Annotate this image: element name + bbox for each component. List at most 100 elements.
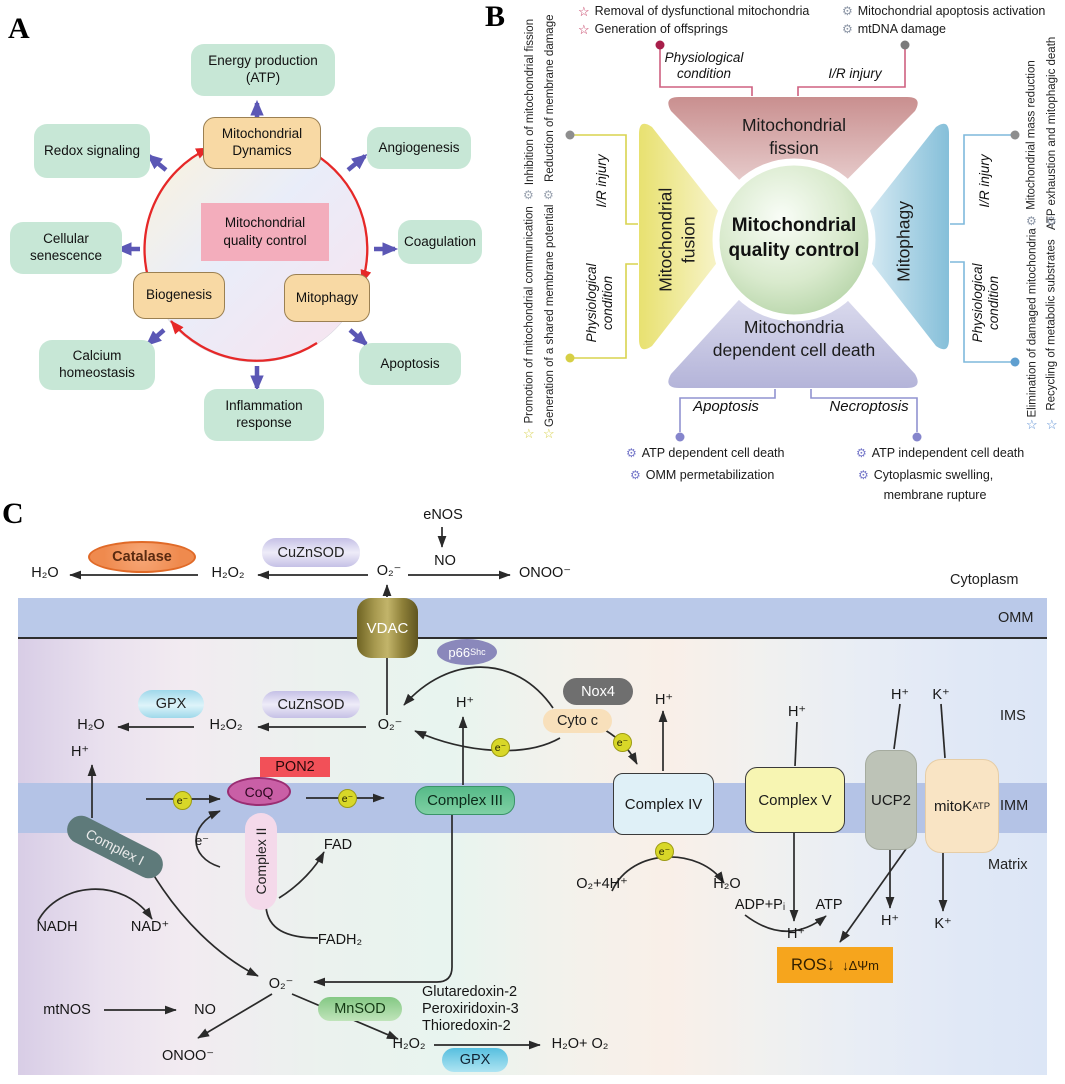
- label-ir-injury-right: I/R injury: [977, 154, 993, 208]
- gear-icon: ⚙: [842, 22, 853, 36]
- dot-mitophagy-ir: [1010, 130, 1020, 140]
- region-matrix: Matrix: [988, 857, 1028, 873]
- channel-ucp2: UCP2: [865, 750, 917, 850]
- mol-o2rad-ims: O₂⁻: [377, 717, 403, 733]
- mol-hplus-c4: H⁺: [654, 692, 674, 708]
- center-sphere: [712, 158, 876, 322]
- connector-dots: [565, 40, 1020, 442]
- mol-nad: NAD⁺: [130, 919, 170, 935]
- dot-mitophagy-phys: [1010, 357, 1020, 367]
- region-cytoplasm: Cytoplasm: [950, 572, 1019, 588]
- gear-icon: ⚙: [626, 446, 637, 460]
- mol-nadh: NADH: [36, 919, 78, 935]
- legend-item: ⚙mtDNA damage: [842, 22, 946, 36]
- star-icon: ☆: [1046, 417, 1058, 432]
- mol-onoo: ONOO⁻: [519, 565, 571, 581]
- complex-ii: Complex II: [253, 827, 269, 895]
- mol-no-matrix: NO: [194, 1002, 216, 1018]
- panel-b-label: B: [485, 0, 506, 33]
- mol-no: NO: [434, 553, 456, 569]
- bracket-connectors: [574, 49, 1011, 432]
- antiox-glutaredoxin: Glutaredoxin-2: [422, 984, 518, 1000]
- complex-v: Complex V: [745, 767, 845, 833]
- protein-cytochrome-c: Cyto c: [543, 709, 612, 733]
- side-fusion-phys-1: Promotion of mitochondrial communication: [523, 206, 536, 424]
- dot-fission-ir: [900, 40, 910, 50]
- node-biogenesis: Biogenesis: [133, 272, 225, 319]
- node-mitophagy-a: Mitophagy: [284, 274, 370, 322]
- legend-item: ⚙ ATP dependent cell death: [626, 446, 784, 460]
- enzyme-mnsod: MnSOD: [318, 997, 402, 1021]
- side-mitophagy-ir-1: Mitochondrial mass reduction: [1025, 60, 1038, 210]
- text: Mitochondria: [743, 317, 845, 337]
- mol-o2rad: O₂⁻: [376, 563, 402, 579]
- enzyme-pon2: PON2: [260, 757, 330, 777]
- antiox-peroxiridoxin: Peroxiridoxin-3: [422, 1001, 519, 1017]
- panel-a: A Energy production (ATP) Redox signalin…: [0, 0, 482, 465]
- gear-icon: ⚙: [1046, 214, 1057, 228]
- purple-radial-arrows: [115, 99, 399, 392]
- node-energy-production: Energy production (ATP): [191, 44, 335, 96]
- panel-b: B ☆ Removal of dysfunctional mitochondria…: [480, 0, 1065, 510]
- mol-adp: ADP+Pᵢ: [734, 897, 786, 913]
- text: p66: [448, 644, 471, 660]
- electron-cytoc: e⁻: [613, 733, 632, 752]
- electron-imm-left: e⁻: [173, 791, 192, 810]
- complex-ii-pill: [245, 813, 277, 910]
- legend-item: ☆Generation of offsprings: [578, 22, 728, 36]
- mol-o2-4h: O₂+4H⁺: [576, 876, 628, 892]
- enzyme-cuznsod-ims: CuZnSOD: [262, 691, 360, 718]
- complex-iv: Complex IV: [613, 773, 714, 835]
- electron-c2-label: e⁻: [194, 833, 210, 848]
- label-ir-injury: I/R injury: [828, 66, 882, 81]
- gear-icon: ⚙: [858, 468, 869, 482]
- legend-text: Removal of dysfunctional mitochondria: [594, 4, 810, 18]
- side-mitophagy-phys-1: Elimination of damaged mitochondria: [1026, 228, 1039, 418]
- node-center-quality-control: Mitochondrial quality control: [201, 203, 329, 261]
- node-cellular-senescence: Cellular senescence: [10, 222, 122, 274]
- mol-h2o-o2: H₂O+ O₂: [551, 1036, 609, 1052]
- mol-enos: eNOS: [423, 507, 463, 523]
- text: Mitochondrial: [655, 187, 676, 292]
- electron-ims-leak: e⁻: [491, 738, 510, 757]
- enzyme-cuznsod-cytoplasm: CuZnSOD: [262, 538, 360, 567]
- text: Mitochondrial: [741, 115, 847, 135]
- side-fusion-ir-1: Inhibition of mitochondrial fission: [524, 18, 536, 186]
- side-fusion-phys-2: Generation of a shared membrane potentia…: [544, 204, 556, 427]
- quadrant-mitophagy: Mitophagy: [893, 201, 914, 282]
- carrier-coq: CoQ: [227, 777, 291, 806]
- mol-kplus-mitok: K⁺: [932, 687, 950, 703]
- region-omm: OMM: [998, 610, 1034, 626]
- enzyme-gpx-ims: GPX: [138, 690, 204, 718]
- dot-necroptosis: [912, 432, 922, 442]
- legend-item: ⚙Cytoplasmic swelling,: [858, 468, 993, 482]
- star-icon: ☆: [1026, 417, 1038, 432]
- gear-icon: ⚙: [543, 188, 554, 202]
- complex-iii: Complex III: [415, 786, 515, 815]
- region-imm: IMM: [1000, 798, 1029, 814]
- enzyme-gpx-matrix: GPX: [442, 1048, 508, 1072]
- star-icon: ☆: [543, 426, 555, 441]
- legend-item: ⚙ATP independent cell death: [856, 446, 1024, 460]
- text: ATP: [972, 800, 991, 812]
- mol-hplus-ucp2-matrix: H⁺: [880, 913, 900, 929]
- mol-h2o2-ims: H₂O₂: [209, 717, 243, 733]
- mol-h2o-c4: H₂O: [713, 876, 741, 892]
- label-physiological-condition: Physiological condition: [664, 50, 744, 81]
- legend-text: OMM permetabilization: [645, 468, 775, 482]
- legend-text: ATP dependent cell death: [641, 446, 785, 460]
- mol-fad: FAD: [323, 837, 353, 853]
- gear-icon: ⚙: [842, 4, 853, 18]
- region-ims: IMS: [1000, 708, 1026, 724]
- membrane-potential-text: ↓ΔΨm: [842, 957, 879, 973]
- mol-h2o: H₂O: [31, 565, 59, 581]
- text: mitoK: [933, 797, 973, 815]
- panel-c-label: C: [2, 497, 24, 530]
- mol-h2o2-matrix: H₂O₂: [392, 1036, 426, 1052]
- mol-atp: ATP: [815, 897, 843, 913]
- gear-icon: ⚙: [630, 468, 641, 482]
